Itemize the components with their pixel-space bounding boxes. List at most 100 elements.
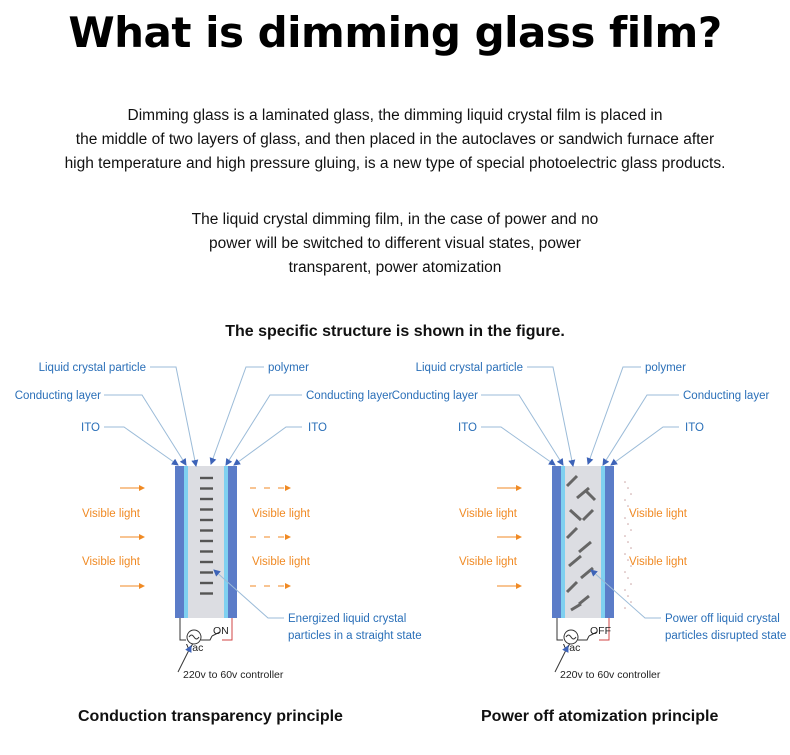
lc-particle-scattered: [581, 508, 595, 522]
label-state-line-1: Energized liquid crystal: [288, 613, 406, 625]
scatter-dot: [624, 481, 626, 483]
label-visible-light: Visible light: [252, 508, 311, 520]
label-ito-right: ITO: [308, 422, 327, 434]
scatter-dot: [627, 523, 629, 525]
scatter-dot: [630, 565, 632, 567]
label-visible-light: Visible light: [629, 556, 688, 568]
label-ito-left: ITO: [458, 422, 477, 434]
label-conducting-layer-left: Conducting layer: [15, 390, 101, 402]
label-ito-left: ITO: [81, 422, 100, 434]
leader-lc-particle: [527, 366, 576, 467]
leader-state: [590, 569, 661, 619]
structure-heading: The specific structure is shown in the f…: [225, 323, 565, 340]
label-visible-light: Visible light: [459, 556, 518, 568]
ito-left: [184, 466, 188, 618]
scatter-dot: [624, 571, 626, 573]
label-switch: ON: [213, 625, 229, 637]
label-polymer: polymer: [268, 362, 309, 374]
label-conducting-layer-right: Conducting layer: [306, 390, 392, 402]
label-visible-light: Visible light: [629, 508, 688, 520]
label-vac: Vac: [186, 642, 203, 654]
label-visible-light: Visible light: [82, 556, 141, 568]
wire-switch: [201, 635, 213, 641]
intro-paragraph: Dimming glass is a laminated glass, the …: [0, 104, 790, 176]
label-controller: 220v to 60v controller: [183, 669, 284, 681]
sine-icon: [565, 634, 577, 640]
scatter-dot: [627, 559, 629, 561]
wire-left: [179, 618, 186, 641]
intro-line: the middle of two layers of glass, and t…: [75, 131, 715, 148]
label-polymer: polymer: [645, 362, 686, 374]
lc-particle-scattered: [568, 508, 583, 522]
controller-pointer: [554, 645, 569, 673]
wire-left: [556, 618, 563, 641]
label-ito-right: ITO: [685, 422, 704, 434]
label-conducting-layer-left: Conducting layer: [392, 390, 478, 402]
controller-pointer: [177, 645, 192, 673]
leader-conducting-right: [225, 394, 302, 466]
lc-particle-scattered: [576, 486, 590, 500]
label-switch: OFF: [590, 625, 611, 637]
intro-line: high temperature and high pressure gluin…: [64, 155, 726, 172]
leader-ito-right: [233, 426, 302, 466]
scatter-dot: [630, 583, 632, 585]
second-paragraph: The liquid crystal dimming film, in the …: [0, 208, 790, 280]
scatter-dot: [627, 577, 629, 579]
scatter-dot: [624, 553, 626, 555]
label-state-line-2: particles in a straight state: [288, 630, 422, 642]
second-line: The liquid crystal dimming film, in the …: [191, 211, 599, 228]
label-liquid-crystal-particle: Liquid crystal particle: [416, 362, 523, 374]
leader-polymer: [209, 366, 264, 465]
switch-blade: [588, 631, 598, 637]
lc-particle-scattered: [565, 580, 579, 594]
label-liquid-crystal-particle: Liquid crystal particle: [39, 362, 146, 374]
leader-ito-right: [610, 426, 679, 466]
scatter-dot: [627, 487, 629, 489]
caption-conduction: Conduction transparency principle: [78, 708, 343, 725]
leader-polymer: [586, 366, 641, 465]
leader-ito-left: [481, 426, 556, 466]
scatter-dot: [624, 517, 626, 519]
glass-right: [605, 466, 614, 618]
lc-particle-scattered: [568, 554, 582, 568]
scatter-dot: [624, 499, 626, 501]
scatter-dot: [624, 535, 626, 537]
leader-lc-particle: [150, 366, 199, 467]
leader-conducting-right: [602, 394, 679, 466]
label-visible-light: Visible light: [82, 508, 141, 520]
lc-particle-scattered: [565, 474, 579, 488]
glass-left: [552, 466, 561, 618]
label-state-line-1: Power off liquid crystal: [665, 613, 780, 625]
lc-particle-scattered: [583, 488, 597, 502]
ito-right: [601, 466, 605, 618]
leader-conducting-left: [481, 394, 564, 466]
label-visible-light: Visible light: [252, 556, 311, 568]
wire-switch: [578, 635, 590, 641]
wire-right: [599, 618, 610, 641]
label-controller: 220v to 60v controller: [560, 669, 661, 681]
page-title: What is dimming glass film?: [68, 8, 722, 57]
scatter-dot: [630, 493, 632, 495]
lc-particle-scattered: [578, 540, 592, 554]
intro-line: Dimming glass is a laminated glass, the …: [127, 107, 663, 124]
lc-particle-scattered: [565, 526, 579, 540]
label-state-line-2: particles disrupted state: [665, 630, 786, 642]
scatter-dot: [630, 511, 632, 513]
scatter-dot: [624, 589, 626, 591]
scatter-dot: [630, 547, 632, 549]
scatter-dot: [627, 505, 629, 507]
scatter-dot: [627, 541, 629, 543]
leader-conducting-left: [104, 394, 187, 466]
scatter-dot: [627, 595, 629, 597]
label-vac: Vac: [563, 642, 580, 654]
leader-state: [213, 569, 284, 619]
ito-right: [224, 466, 228, 618]
sine-icon: [188, 634, 200, 640]
wire-right: [222, 618, 233, 641]
label-visible-light: Visible light: [459, 508, 518, 520]
leader-ito-left: [104, 426, 179, 466]
second-line: power will be switched to different visu…: [209, 235, 581, 252]
ito-left: [561, 466, 565, 618]
lc-particle-scattered: [570, 602, 582, 612]
caption-power-off: Power off atomization principle: [481, 708, 719, 725]
